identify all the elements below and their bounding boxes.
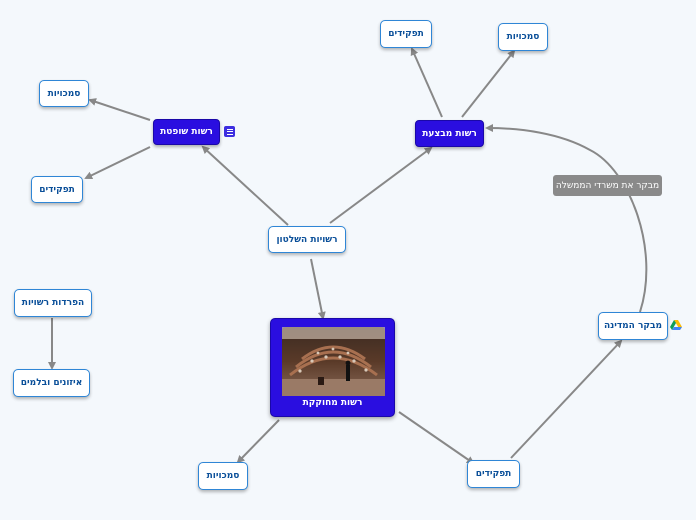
relationship-label[interactable]: מבקר את משרדי הממשלה [553, 175, 662, 196]
judicial-node[interactable]: רשות שופטת [153, 119, 220, 145]
checks-node-label: איזונים ובלמים [20, 378, 83, 388]
edge-root-executive [329, 146, 433, 224]
root-node-label: רשויות השלטון [276, 234, 338, 245]
edge-exec-roles [410, 47, 443, 118]
leg-roles-label: תפקידים [475, 469, 512, 479]
relationship-label-text: מבקר את משרדי הממשלה [555, 180, 660, 191]
legislative-node-label: רשות מחוקקת [302, 398, 363, 408]
separation-node-label: הפרדות רשויות [21, 298, 85, 308]
legislative-node[interactable]: רשות מחוקקת [270, 318, 395, 417]
executive-node[interactable]: רשות מבצעת [415, 120, 484, 147]
separation-node[interactable]: הפרדות רשויות [14, 289, 92, 317]
edge-judicial-roles [84, 146, 151, 179]
judicial-node-label: רשות שופטת [160, 127, 213, 137]
google-drive-icon[interactable] [670, 320, 682, 331]
root-node[interactable]: רשויות השלטון [268, 226, 346, 253]
edge-leg-roles [398, 411, 475, 465]
leg-powers-label: סמכויות [206, 471, 240, 481]
comptroller-node[interactable]: מבקר המדינה [598, 312, 668, 340]
leg-powers-node[interactable]: סמכויות [198, 462, 248, 490]
comptroller-node-label: מבקר המדינה [603, 321, 663, 331]
edge-root-legislative [310, 258, 326, 320]
checks-node[interactable]: איזונים ובלמים [13, 369, 90, 397]
judicial-roles-label: תפקידים [39, 184, 75, 195]
edge-root-judicial [201, 145, 289, 226]
exec-roles-node[interactable]: תפקידים [380, 20, 432, 48]
exec-powers-label: סמכויות [506, 32, 540, 42]
exec-powers-node[interactable]: סמכויות [498, 23, 548, 51]
exec-roles-label: תפקידים [388, 29, 424, 39]
edge-comptroller-executive [485, 124, 648, 313]
executive-node-label: רשות מבצעת [422, 128, 477, 139]
edge-judicial-powers [88, 98, 151, 121]
edge-roles-comptroller [510, 339, 623, 459]
note-icon[interactable] [224, 126, 235, 137]
edge-exec-powers [461, 49, 516, 118]
judicial-powers-label: סמכויות [47, 88, 81, 99]
leg-roles-node[interactable]: תפקידים [467, 460, 520, 488]
judicial-roles-node[interactable]: תפקידים [31, 176, 83, 203]
knesset-plenum-photo [282, 327, 385, 396]
edge-leg-powers [236, 419, 280, 464]
judicial-powers-node[interactable]: סמכויות [39, 80, 89, 107]
